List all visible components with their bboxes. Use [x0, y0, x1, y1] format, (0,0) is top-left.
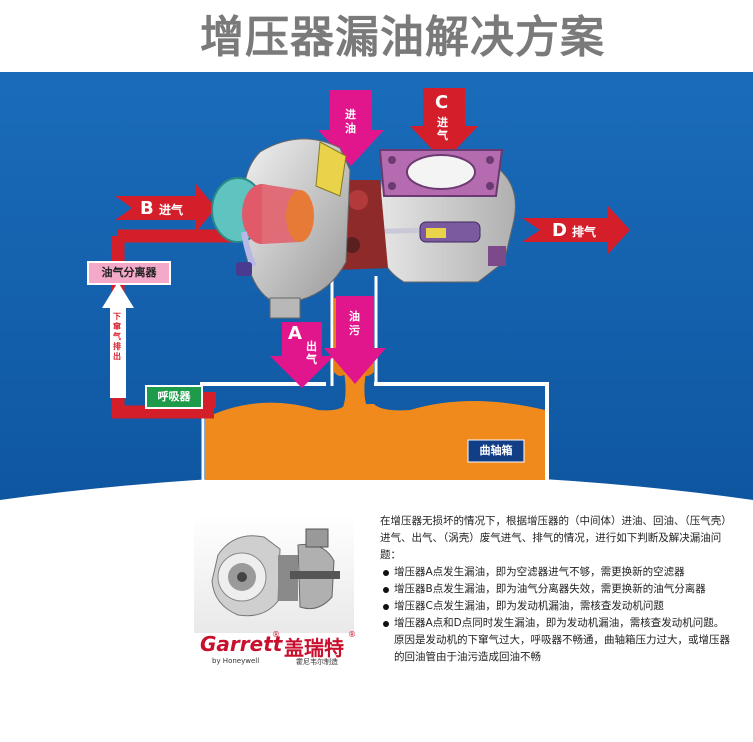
arrow-d-letter: D: [552, 220, 567, 241]
registered-mark-2: ®: [348, 630, 356, 639]
page-title: 增压器漏油解决方案: [200, 12, 605, 63]
arrow-b-label: 进气: [159, 203, 184, 217]
arrow-a-letter: A: [288, 323, 302, 344]
arrow-d-label: 排气: [572, 225, 597, 239]
arrow-oil-in-label: 进油: [345, 108, 356, 135]
arrow-a-label: 出气: [306, 340, 317, 366]
arrow-c-label: 进气: [437, 116, 448, 142]
arrow-c: [410, 88, 478, 162]
list-item: 增压器B点发生漏油，即为油气分离器失效，需更换新的油气分离器: [380, 581, 732, 598]
arrow-c-letter: C: [435, 92, 449, 113]
description-intro: 在增压器无损坏的情况下，根据增压器的（中间体）进油、回油、（压气壳）进气、出气、…: [380, 515, 732, 561]
description-list: 增压器A点发生漏油，即为空滤器进气不够，需更换新的空滤器 增压器B点发生漏油，即…: [380, 564, 732, 666]
breather-box: [145, 385, 203, 409]
separator-box: [87, 261, 171, 285]
list-item: 增压器C点发生漏油，即为发动机漏油，需核查发动机问题: [380, 598, 732, 615]
brand-cn-name: 盖瑞特: [284, 636, 344, 660]
arrow-b: [115, 184, 216, 232]
arrow-d: [522, 206, 630, 254]
breather-label: 呼吸器: [157, 390, 191, 403]
arrow-oil-dirt-label: 油污: [349, 310, 360, 337]
arrow-a: [270, 322, 334, 388]
arrow-oil-dirt: [324, 296, 386, 384]
brand-by: by Honeywell: [212, 657, 260, 665]
crankcase-label: 曲轴箱: [479, 444, 513, 457]
list-item: 增压器A点发生漏油，即为空滤器进气不够，需更换新的空滤器: [380, 564, 732, 581]
oil-drain-pipe: [330, 276, 378, 386]
description: 在增压器无损坏的情况下，根据增压器的（中间体）进油、回油、（压气壳）进气、出气、…: [380, 513, 732, 666]
blowby-label: 下窜气排出: [113, 312, 121, 361]
registered-mark-1: ®: [272, 630, 280, 639]
brand-name: Garrett: [200, 632, 283, 656]
brand-maker: 霍尼韦尔制造: [296, 658, 338, 666]
crankcase-box: [467, 439, 525, 463]
crankcase-oil: [205, 401, 545, 480]
list-item: 增压器A点和D点同时发生漏油，即为发动机漏油，需核查发动机问题。原因是发动机的下…: [380, 615, 732, 666]
blowby-arrow: [102, 282, 134, 398]
turbocharger-image: [211, 528, 340, 617]
arrow-b-letter: B: [140, 198, 154, 219]
product-photo: [194, 515, 354, 633]
brand-logo: Garrett ® 盖瑞特 ® by Honeywell 霍尼韦尔制造: [200, 630, 360, 672]
separator-label: 油气分离器: [101, 266, 157, 279]
